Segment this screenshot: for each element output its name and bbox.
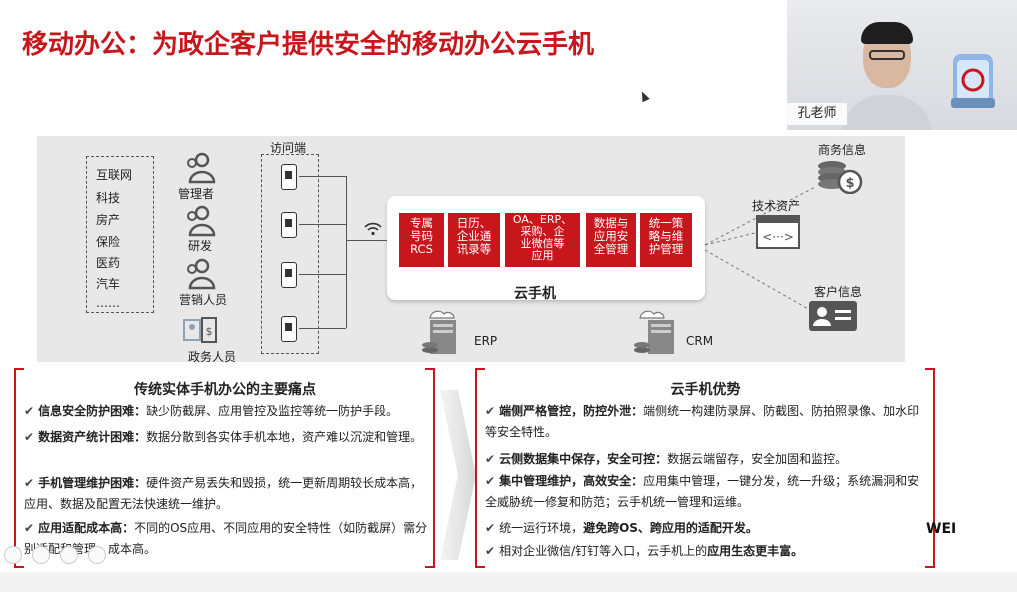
id-card-icon [809,301,857,331]
panel-bracket-right [925,368,935,568]
pain-points-title: 传统实体手机办公的主要痛点 [134,382,316,398]
advantages-title: 云手机优势 [670,382,741,398]
panel-bracket-left [14,368,24,568]
check-icon: ✔ [485,404,496,418]
role-label: 政务人员 [188,350,237,364]
webcam-overlay: 孔老师 [787,0,1017,130]
industry-item: 房产 [96,213,121,227]
chevron-right-icon [440,390,476,560]
wifi-icon [364,222,382,236]
industry-item: 科技 [96,191,121,205]
connector-line [299,224,346,225]
advantage-item: ✔端侧严格管控，防控外泄：端侧统一构建防录屏、防截图、防拍照录像、加水印等安全特… [485,404,920,439]
tech-assets-label: 技术资产 [752,199,801,213]
presenter-hair [861,22,913,44]
crm-label: CRM [686,334,714,348]
connector-line [299,328,346,329]
check-icon: ✔ [485,452,496,466]
access-label: 访问端 [270,141,307,155]
connector-line [299,274,346,275]
developer-users-icon [187,205,216,237]
check-icon: ✔ [24,521,35,535]
customer-info-label: 客户信息 [814,285,863,299]
mouse-cursor-icon [638,89,650,103]
pain-point-item: ✔信息安全防护困难：缺少防截屏、应用管控及监控等统一防护手段。 [24,404,399,418]
slide-title: 移动办公：为政企客户提供安全的移动办公云手机 [22,30,595,60]
erp-server-icon [422,310,456,354]
industry-list-box [86,156,154,313]
business-info-label: 商务信息 [818,143,867,157]
presenter-name: 孔老师 [787,103,847,125]
pain-point-item: ✔手机管理维护困难：硬件资产易丢失和毁损，统一更新周期较长成本高，应用、数据及配… [24,476,423,511]
industry-item: 互联网 [96,168,133,182]
presenter-glasses [869,50,905,60]
phone-icon [281,212,297,238]
role-label: 营销人员 [179,293,228,307]
svg-text:$: $ [845,176,854,191]
pain-point-item: ✔应用适配成本高：不同的OS应用、不同应用的安全特性（如防截屏）需分别适配和管理… [24,521,428,556]
svg-text:$: $ [206,325,213,338]
cloud-feature-cell: 专属 号码 RCS [399,213,444,267]
check-icon: ✔ [485,544,496,558]
advantages-panel [475,368,936,568]
svg-text:<···>: <···> [762,230,794,244]
coins-icon: $ [818,161,863,194]
sales-users-icon [187,258,216,290]
erp-label: ERP [474,334,498,348]
control-button[interactable] [32,546,50,564]
bottom-bar [0,572,1017,592]
manager-users-icon [187,152,216,184]
check-icon: ✔ [24,430,35,444]
check-icon: ✔ [485,474,496,488]
access-box [261,154,319,354]
control-button[interactable] [60,546,78,564]
advantage-item: ✔统一运行环境，避免跨OS、跨应用的适配开发。 [485,521,758,535]
advantage-item: ✔集中管理维护，高效安全：应用集中管理，一键分发，统一升级；系统漏洞和安全威胁统… [485,474,920,509]
cloud-feature-cell: 日历、 企业通 讯录等 [448,213,500,267]
code-window-icon: <···> [756,215,800,249]
connector-line [346,240,387,241]
crm-server-icon [634,310,674,354]
connector-line [299,176,346,177]
cloud-phone-logo-icon [951,54,995,108]
pain-points-panel [14,368,436,568]
check-icon: ✔ [24,404,35,418]
advantage-item: ✔相对企业微信/钉钉等入口，云手机上的应用生态更丰富。 [485,544,804,558]
brand-fragment: WEI [926,521,957,537]
advantage-item: ✔云侧数据集中保存，安全可控：数据云端留存，安全加固和监控。 [485,452,848,466]
pain-point-item: ✔数据资产统计困难：数据分散到各实体手机本地，资产难以沉淀和管理。 [24,430,423,444]
control-button[interactable] [88,546,106,564]
check-icon: ✔ [24,476,35,490]
cloud-feature-cell: 数据与 应用安 全管理 [586,213,636,267]
cloud-feature-cell: OA、ERP、 采购、企 业微信等 应用 [505,213,580,267]
presenter-body [842,95,932,130]
check-icon: ✔ [485,521,496,535]
phone-icon [281,262,297,288]
phone-icon [281,164,297,190]
role-label: 管理者 [178,187,215,201]
government-staff-icon: $ [183,317,217,343]
industry-item: 医药 [96,256,121,270]
industry-item: …… [96,296,120,310]
connector-line [346,176,347,328]
panel-bracket-right [425,368,435,568]
phone-icon [281,316,297,342]
industry-item: 保险 [96,235,121,249]
cloud-phone-label: 云手机 [514,286,556,302]
industry-item: 汽车 [96,277,121,291]
cloud-feature-cell: 统一策 略与维 护管理 [640,213,692,267]
role-label: 研发 [188,239,213,253]
panel-bracket-left [475,368,485,568]
control-button[interactable] [4,546,22,564]
